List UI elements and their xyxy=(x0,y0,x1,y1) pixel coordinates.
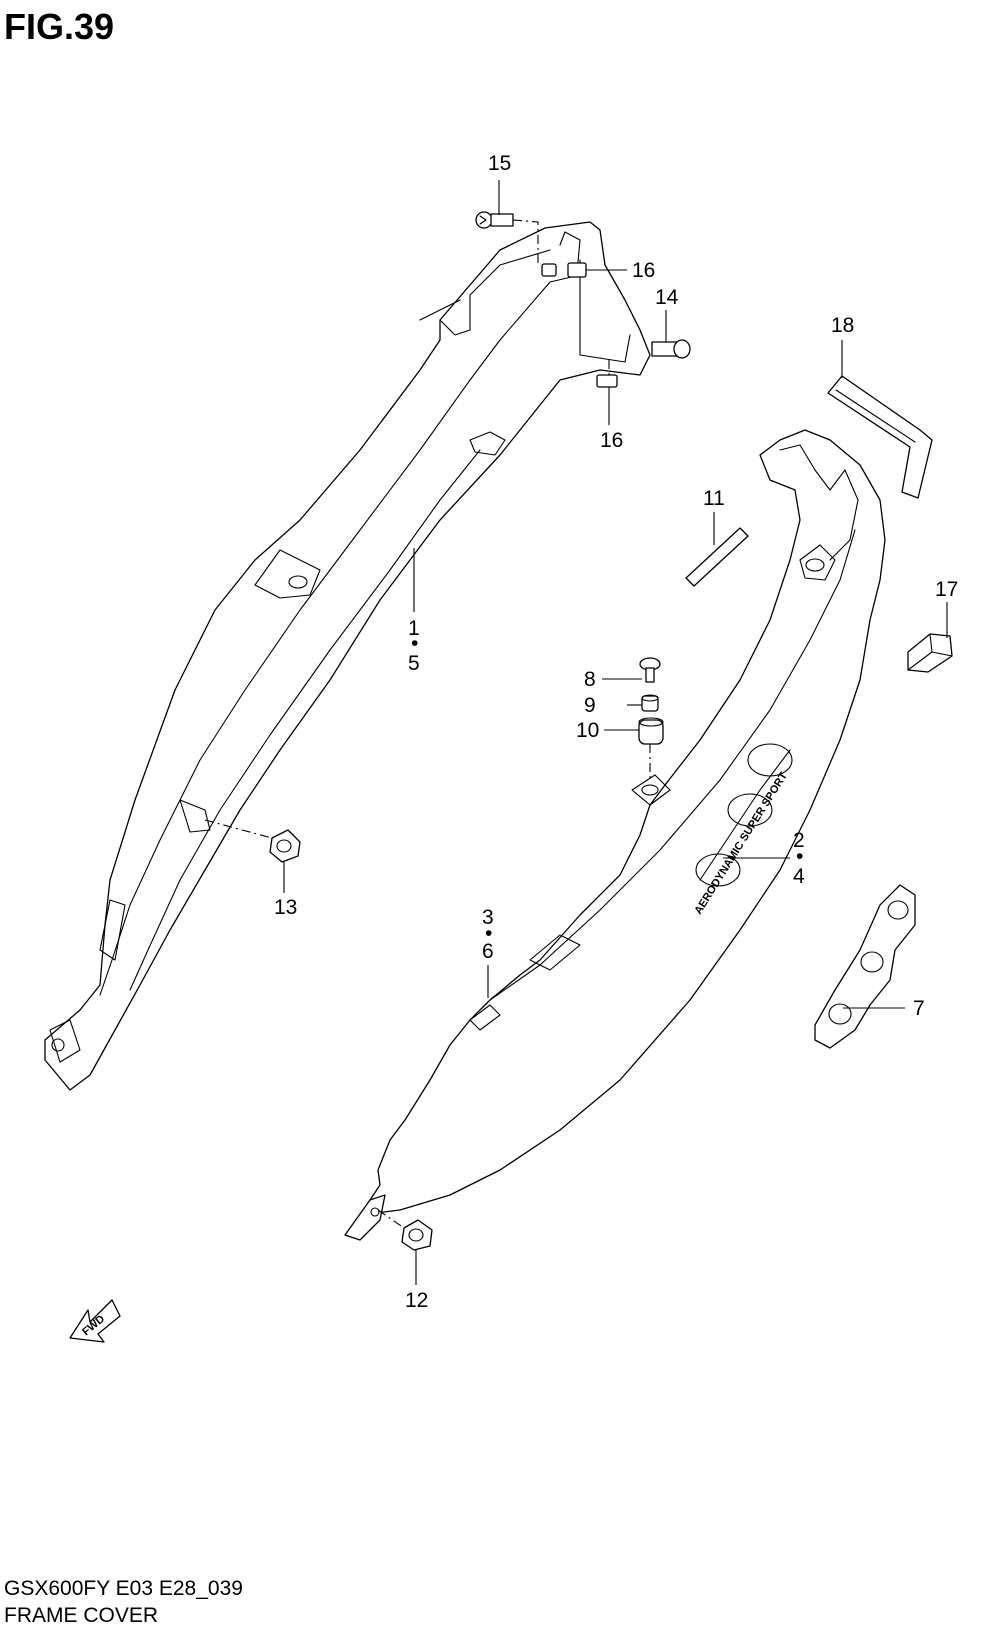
part-7-plate xyxy=(814,884,916,1049)
callout-14: 14 xyxy=(655,286,679,309)
callout-6: 6 xyxy=(482,940,494,963)
callout-dot-2-4: • xyxy=(796,845,803,868)
callout-1: 1 xyxy=(408,617,420,640)
callout-16-upper: 16 xyxy=(632,259,655,282)
callout-dot-3-6: • xyxy=(485,922,492,945)
callout-15: 15 xyxy=(488,152,511,175)
part-9-collar xyxy=(641,694,659,712)
callout-3: 3 xyxy=(482,906,494,929)
callout-16-lower: 16 xyxy=(600,429,623,452)
callout-5: 5 xyxy=(408,652,420,675)
part-16-clip-upper xyxy=(541,262,587,278)
callout-8: 8 xyxy=(584,668,596,691)
part-18-strip xyxy=(827,375,933,499)
callout-9: 9 xyxy=(584,694,596,717)
part-15-screw xyxy=(475,211,514,229)
part-10-grommet xyxy=(638,717,664,745)
part-12-grommet xyxy=(401,1219,433,1251)
leader-lines xyxy=(204,180,948,1285)
callout-18: 18 xyxy=(831,314,854,337)
left-frame-cover xyxy=(44,221,651,1091)
callout-13: 13 xyxy=(274,896,297,919)
callout-2: 2 xyxy=(793,829,805,852)
part-8-screw xyxy=(639,657,661,683)
part-16-clip-lower xyxy=(596,374,618,388)
part-11-strip xyxy=(685,527,749,587)
callout-dot-1-5: • xyxy=(411,632,418,655)
callout-7: 7 xyxy=(913,997,925,1020)
callout-17: 17 xyxy=(935,578,958,601)
figure-title: FIG.39 xyxy=(4,6,115,47)
part-14-bolt xyxy=(651,339,691,359)
part-13-grommet xyxy=(269,829,301,863)
part-17-pad xyxy=(907,633,953,673)
fwd-arrow-icon: FWD xyxy=(69,1299,121,1343)
right-frame-cover: AERODYNAMIC SUPER SPORT xyxy=(344,429,886,1241)
callout-11: 11 xyxy=(703,487,725,510)
callout-4: 4 xyxy=(793,865,805,888)
callout-10: 10 xyxy=(576,719,599,742)
callout-12: 12 xyxy=(405,1289,428,1312)
figure-code: GSX600FY E03 E28_039 xyxy=(4,1577,243,1600)
figure-name: FRAME COVER xyxy=(4,1604,159,1627)
